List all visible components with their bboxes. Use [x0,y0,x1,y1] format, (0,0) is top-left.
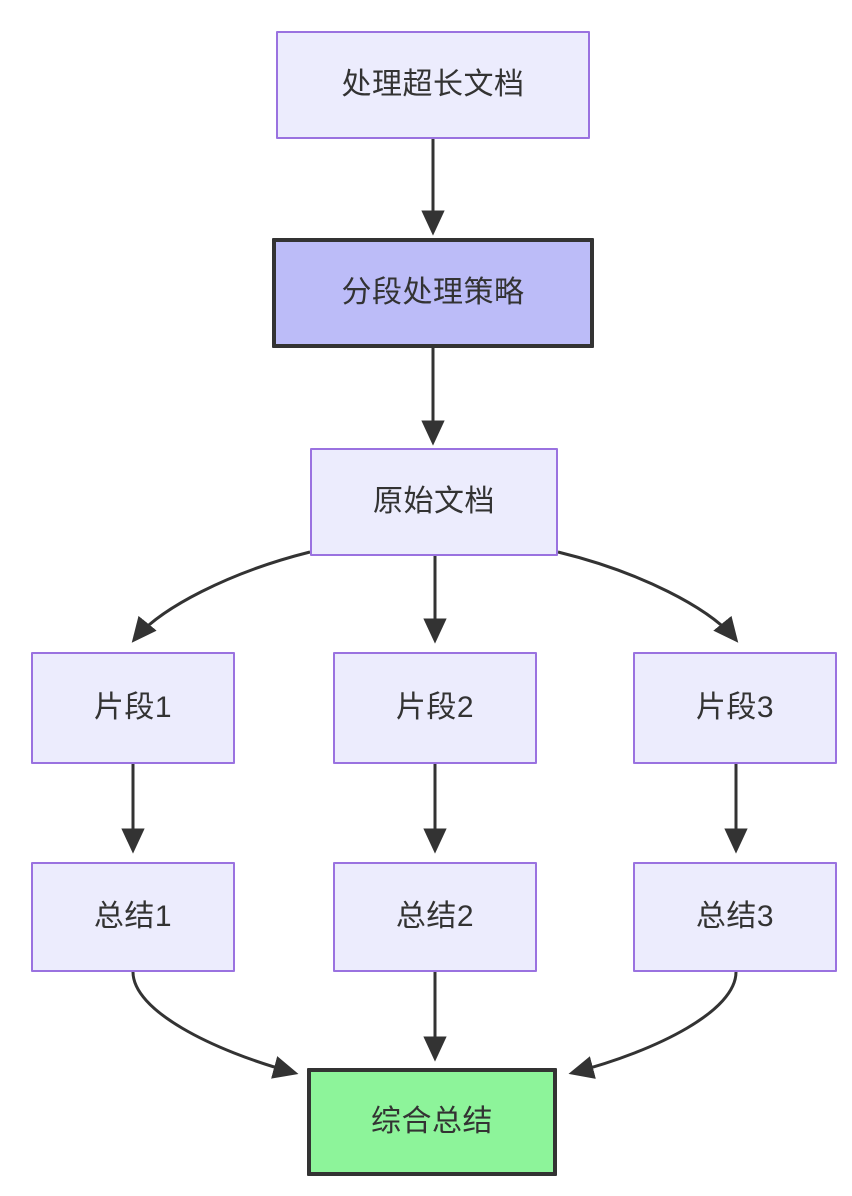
node-n10[interactable]: 综合总结 [307,1068,557,1176]
node-n1[interactable]: 处理超长文档 [276,31,590,139]
node-n4[interactable]: 片段1 [31,652,235,764]
node-n2[interactable]: 分段处理策略 [272,238,594,348]
edge-n7-to-n10 [131,971,299,1079]
node-label: 原始文档 [373,485,495,518]
node-n5[interactable]: 片段2 [333,652,537,764]
node-label: 分段处理策略 [341,276,525,309]
node-label: 总结3 [695,900,775,933]
node-n7[interactable]: 总结1 [31,862,235,972]
node-label: 处理超长文档 [341,68,525,101]
node-n6[interactable]: 片段3 [633,652,837,764]
node-label: 总结2 [395,900,475,933]
node-label: 片段2 [395,691,475,724]
edge-n3-to-n6 [557,550,739,643]
node-n8[interactable]: 总结2 [333,862,537,972]
node-label: 片段1 [93,691,173,724]
edge-n9-to-n10 [568,971,738,1079]
node-n9[interactable]: 总结3 [633,862,837,972]
node-label: 综合总结 [371,1105,493,1138]
node-n3[interactable]: 原始文档 [310,448,558,556]
edge-n3-to-n4 [131,550,311,643]
node-label: 总结1 [93,900,173,933]
node-label: 片段3 [695,691,775,724]
